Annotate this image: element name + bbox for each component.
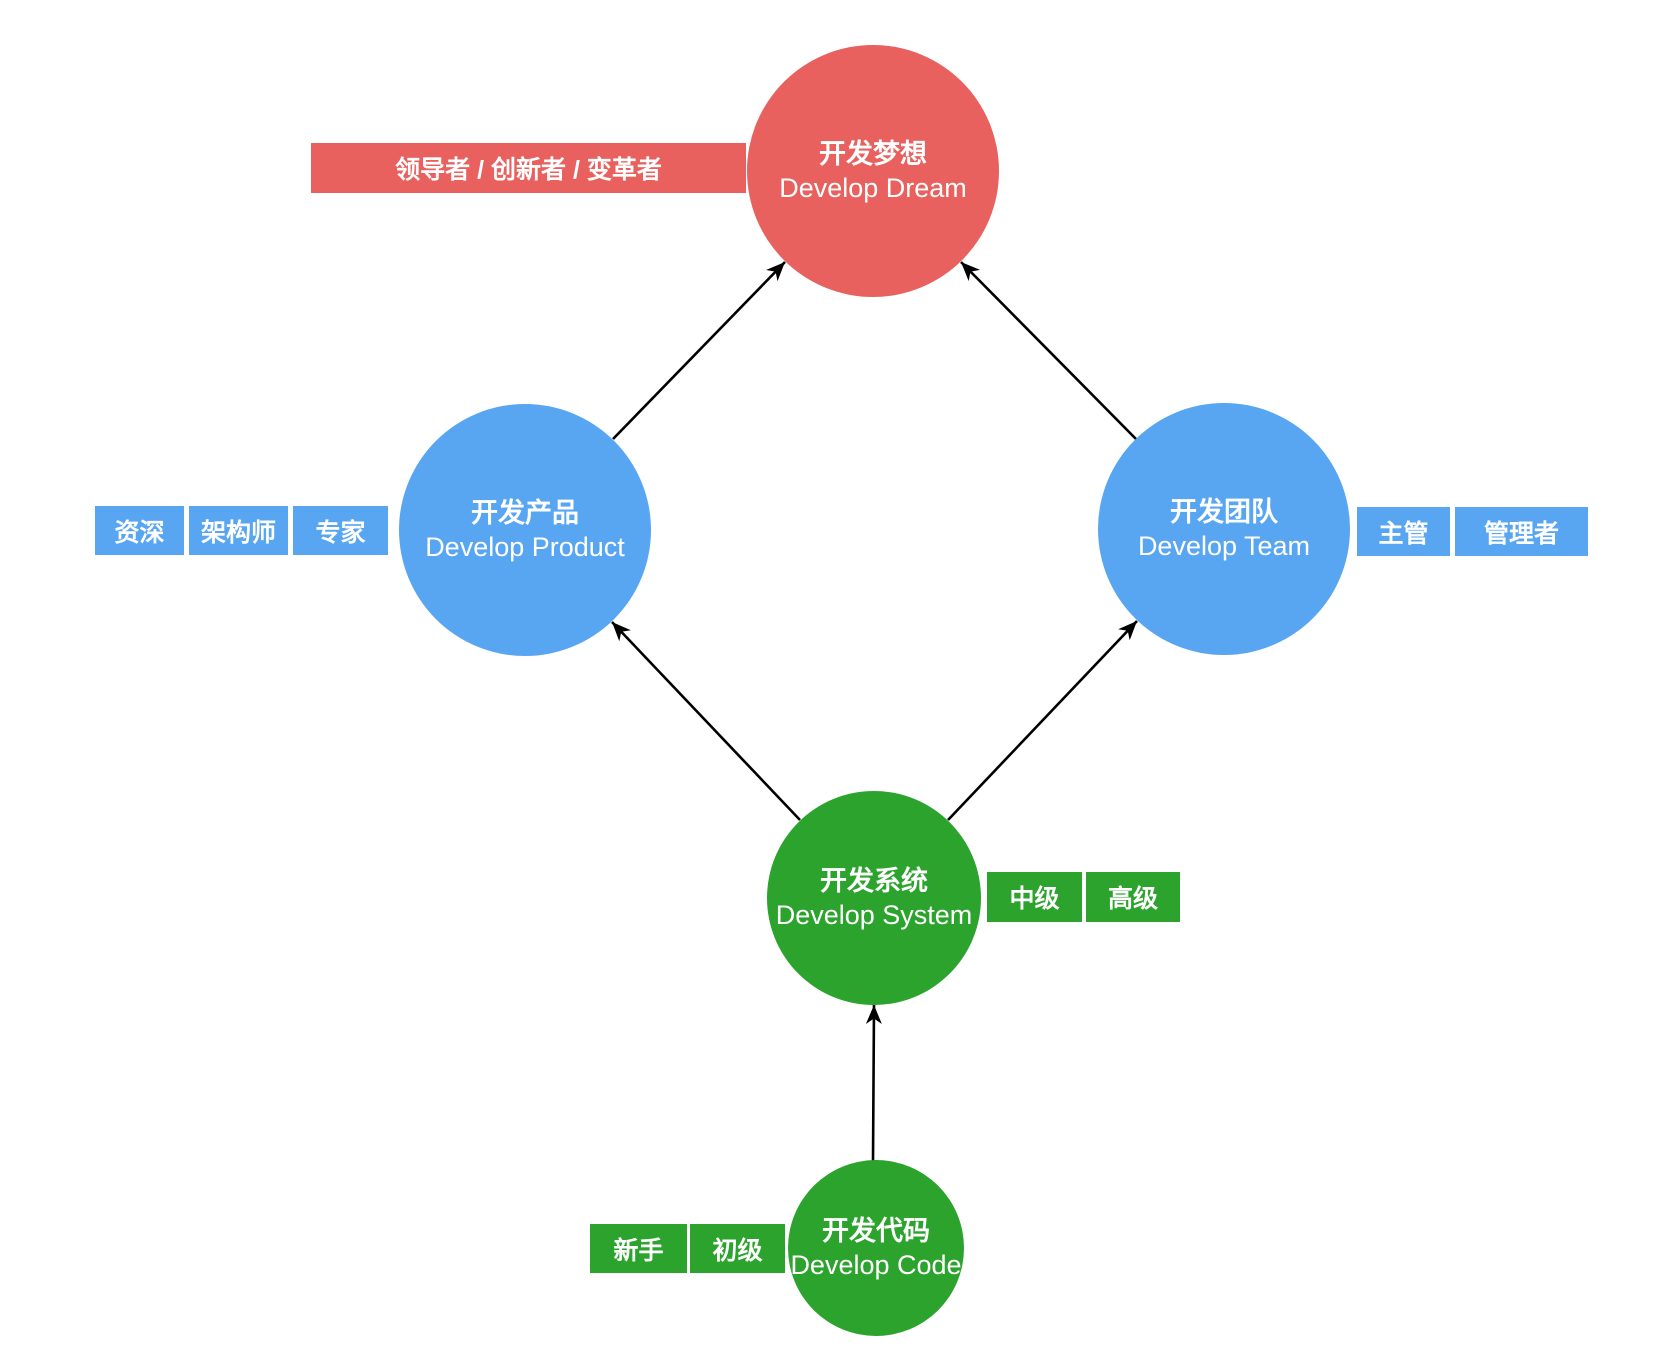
label-product-role-3: 专家 xyxy=(293,506,388,555)
node-develop-dream: 开发梦想 Develop Dream xyxy=(747,45,999,297)
label-team-role-2: 管理者 xyxy=(1455,507,1588,556)
node-develop-code: 开发代码 Develop Code xyxy=(788,1160,964,1336)
node-develop-system-title-zh: 开发系统 xyxy=(820,866,928,896)
node-develop-team-title-zh: 开发团队 xyxy=(1170,497,1278,527)
arrow-system-to-team xyxy=(947,620,1138,821)
node-develop-team: 开发团队 Develop Team xyxy=(1098,403,1350,655)
label-system-role-2: 高级 xyxy=(1086,872,1180,922)
arrow-system-to-product xyxy=(611,621,801,821)
node-develop-code-title-zh: 开发代码 xyxy=(822,1216,930,1246)
node-develop-product-title-en: Develop Product xyxy=(425,532,625,562)
arrow-team-to-dream xyxy=(960,261,1137,440)
label-product-role-2: 架构师 xyxy=(189,506,288,555)
arrow-product-to-dream xyxy=(612,261,786,440)
label-code-role-1: 新手 xyxy=(590,1224,687,1273)
node-develop-team-title-en: Develop Team xyxy=(1137,531,1311,561)
node-develop-product-title-zh: 开发产品 xyxy=(471,498,579,528)
arrow-code-to-system xyxy=(865,1004,882,1163)
node-develop-dream-title-zh: 开发梦想 xyxy=(819,139,927,169)
node-develop-system: 开发系统 Develop System xyxy=(767,791,981,1005)
node-develop-product: 开发产品 Develop Product xyxy=(399,404,651,656)
node-develop-dream-title-en: Develop Dream xyxy=(779,173,967,203)
label-team-role-1: 主管 xyxy=(1357,507,1450,556)
label-dream-roles: 领导者 / 创新者 / 变革者 xyxy=(311,143,746,193)
label-product-role-1: 资深 xyxy=(95,506,184,555)
node-develop-code-title-en: Develop Code xyxy=(790,1250,962,1280)
node-develop-system-title-en: Develop System xyxy=(775,900,973,930)
label-code-role-2: 初级 xyxy=(690,1224,785,1273)
label-system-role-1: 中级 xyxy=(987,872,1082,922)
